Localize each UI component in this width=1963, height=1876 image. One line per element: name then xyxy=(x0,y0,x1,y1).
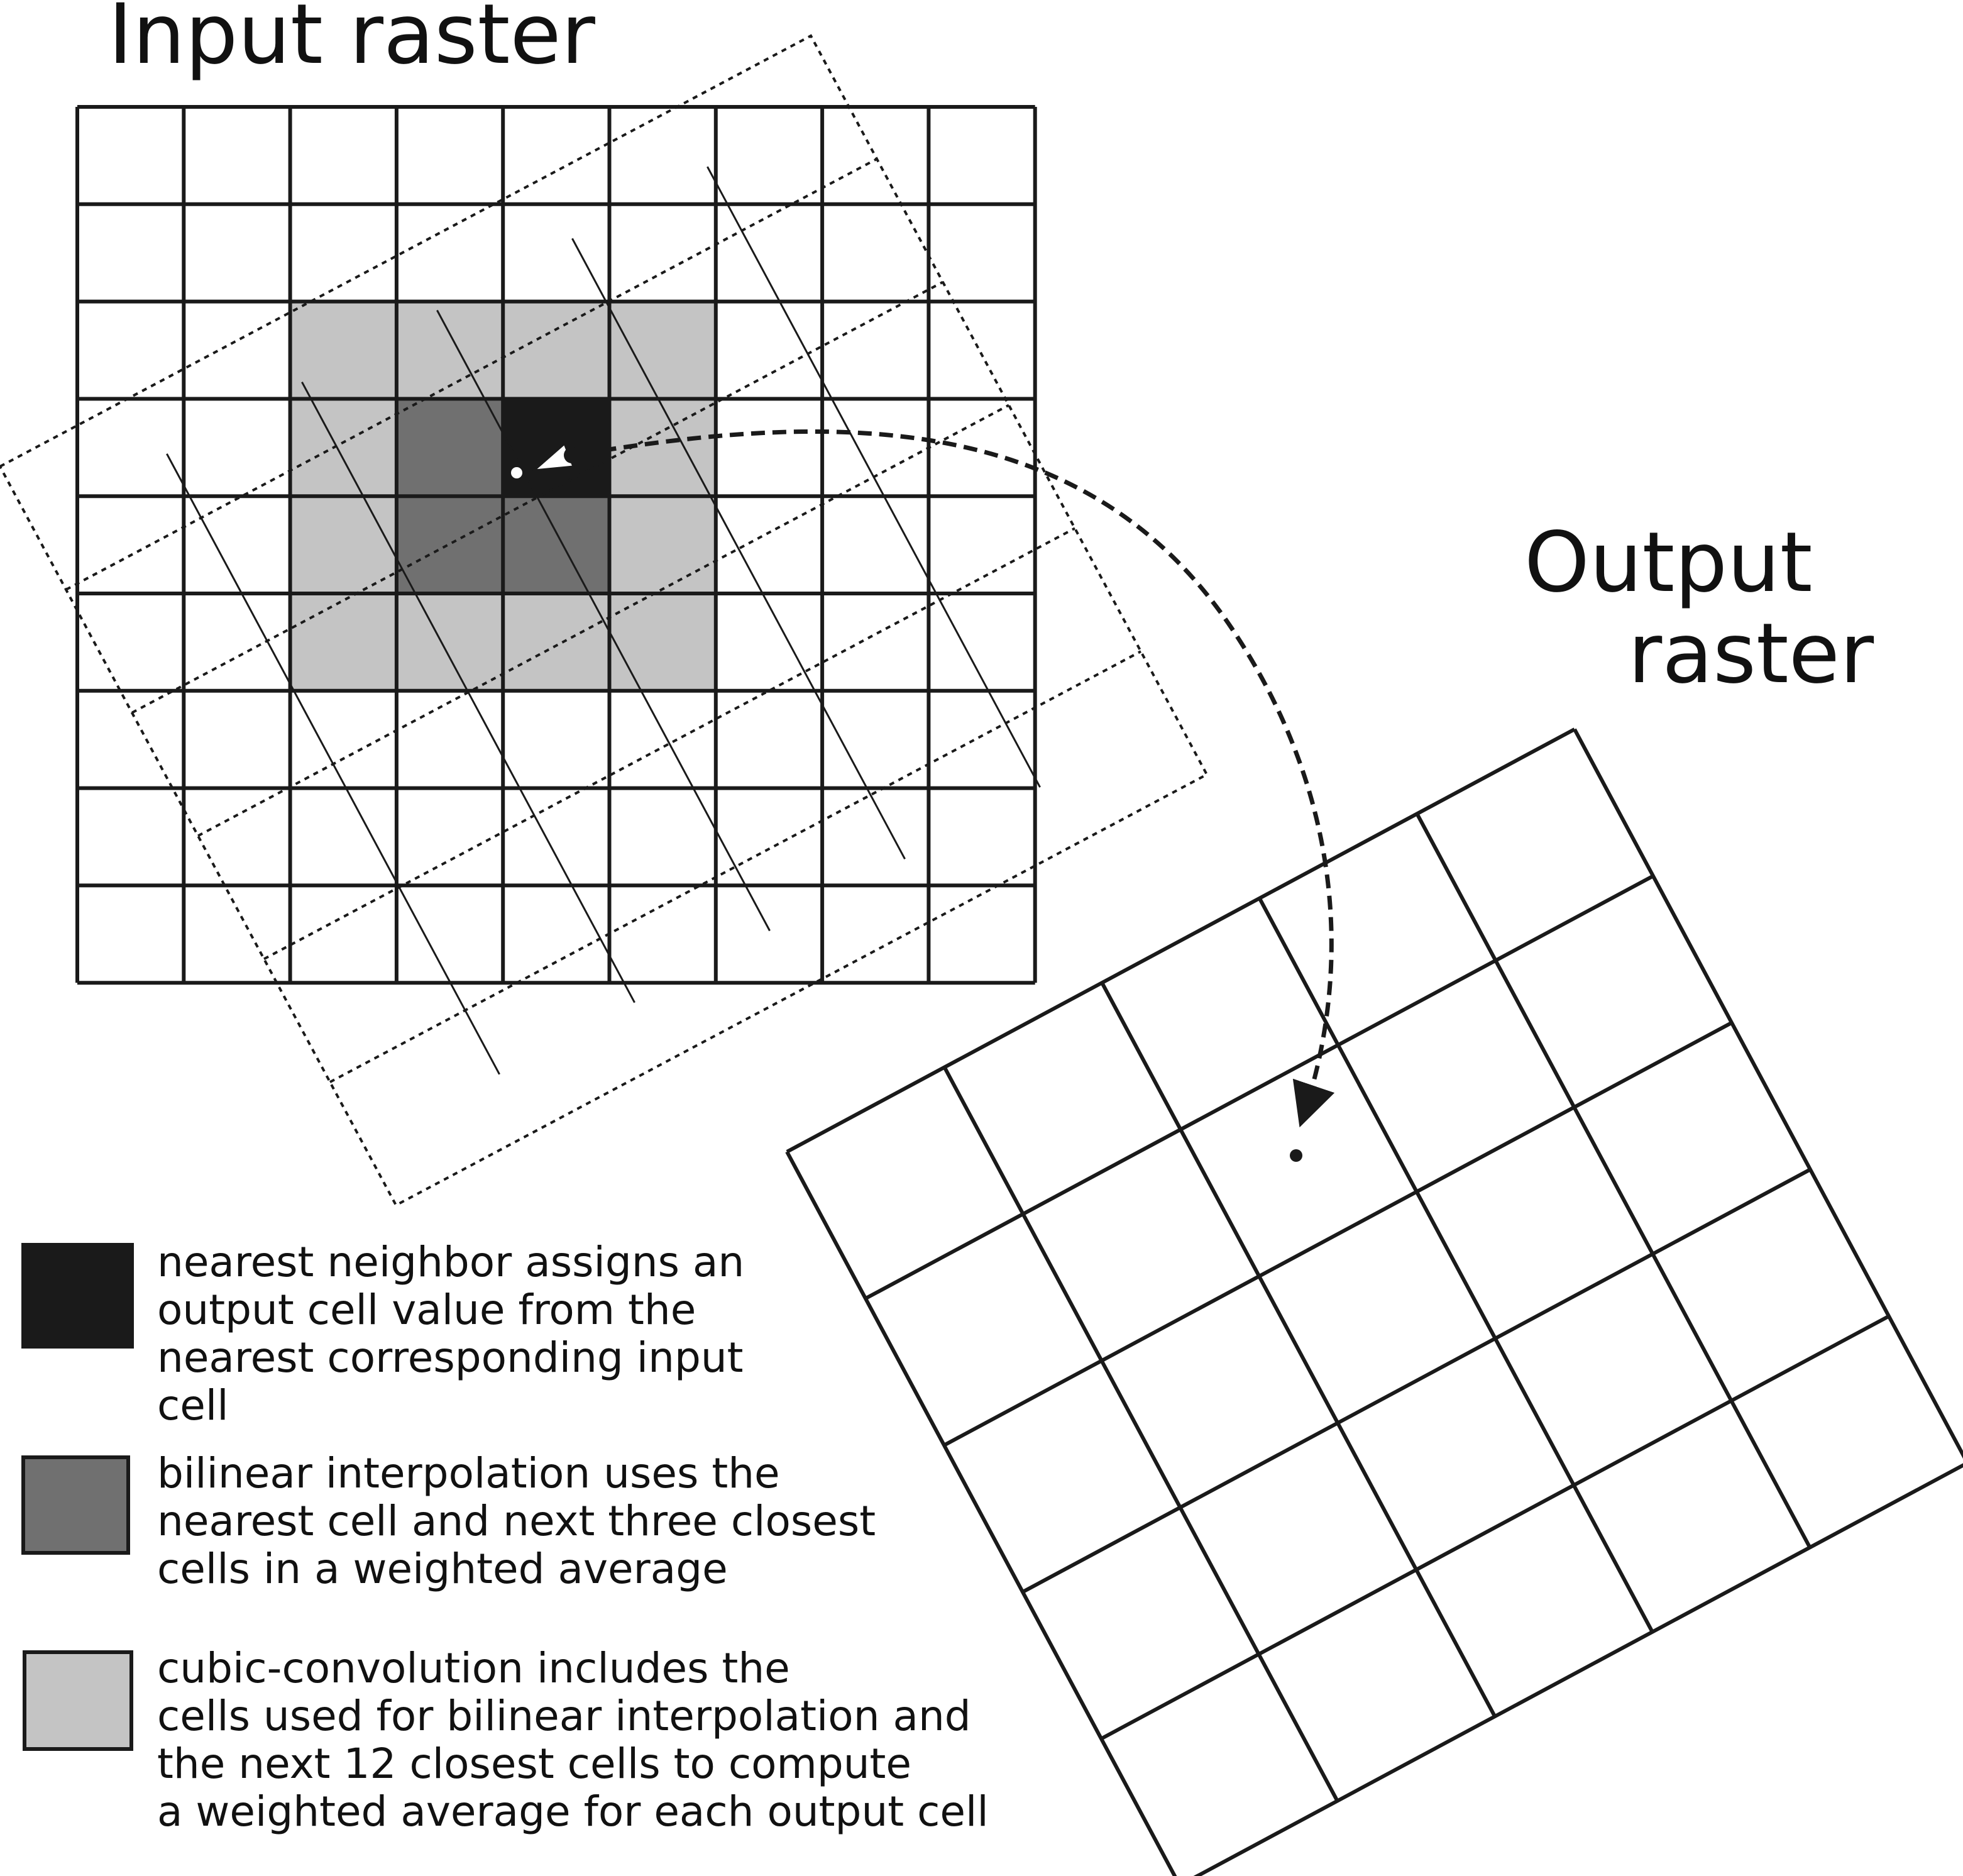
output-cell-center-point xyxy=(1290,1149,1302,1162)
output-grid-line xyxy=(1573,728,1963,1459)
output-grid-line xyxy=(864,874,1654,1301)
legend-nearest-line-2: output cell value from the xyxy=(157,1286,696,1334)
overlay-line-solid xyxy=(436,309,771,932)
cubic-cell xyxy=(609,593,716,691)
input-raster-title: Input raster xyxy=(108,0,596,83)
mapping-arrow xyxy=(581,429,1335,1128)
output-grid-line xyxy=(1100,981,1497,1718)
legend-cubic-line-2: cells used for bilinear interpolation an… xyxy=(157,1692,971,1740)
cubic-cell xyxy=(609,496,716,593)
bilinear-cell xyxy=(396,399,503,497)
legend-item-bilinear: bilinear interpolation uses the nearest … xyxy=(21,1449,876,1593)
cubic-cell xyxy=(503,301,610,399)
output-raster-title-line2: raster xyxy=(1628,605,1874,702)
bilinear-cell xyxy=(503,496,610,593)
legend-bilinear-line-2: nearest cell and next three closest xyxy=(157,1497,876,1545)
legend-swatch-nearest xyxy=(21,1243,134,1349)
bilinear-cell xyxy=(396,496,503,593)
legend-nearest-line-3: nearest corresponding input xyxy=(157,1333,744,1382)
output-raster-title-line1: Output xyxy=(1524,514,1813,611)
output-grid-line xyxy=(1258,897,1654,1633)
nearest-cell xyxy=(503,399,610,497)
legend: nearest neighbor assigns an output cell … xyxy=(21,1238,989,1836)
legend-cubic-line-4: a weighted average for each output cell xyxy=(157,1787,989,1836)
cubic-cell xyxy=(290,301,397,399)
legend-item-cubic-convolution: cubic-convolution includes the cells use… xyxy=(23,1644,989,1836)
output-grid-line xyxy=(1415,812,1812,1548)
cubic-cell xyxy=(290,593,397,691)
overlay-line-solid xyxy=(571,238,906,860)
output-grid-overlay-dotted xyxy=(0,34,1209,1207)
cubic-cell xyxy=(396,301,503,399)
cubic-cell xyxy=(503,593,610,691)
output-grid-line xyxy=(1021,1167,1812,1594)
output-grid-line xyxy=(1193,1463,1963,1876)
output-grid-line xyxy=(786,727,1576,1154)
output-raster-grid xyxy=(785,727,1963,1876)
cubic-cell xyxy=(396,593,503,691)
legend-swatch-bilinear xyxy=(21,1455,130,1555)
legend-bilinear-line-1: bilinear interpolation uses the xyxy=(157,1449,780,1498)
input-raster xyxy=(75,105,1037,985)
output-grid-line xyxy=(785,1150,1177,1876)
overlay-line-solid xyxy=(707,166,1041,788)
cubic-cell xyxy=(609,301,716,399)
legend-nearest-line-4: cell xyxy=(157,1381,229,1430)
input-sample-point xyxy=(510,466,524,480)
legend-item-nearest-neighbor: nearest neighbor assigns an output cell … xyxy=(21,1238,744,1430)
legend-cubic-line-1: cubic-convolution includes the xyxy=(157,1644,790,1692)
legend-swatch-cubic xyxy=(23,1650,133,1751)
output-grid-line xyxy=(1100,1314,1890,1741)
cubic-convolution-cells xyxy=(290,301,716,691)
cubic-cell xyxy=(290,399,397,497)
legend-nearest-line-1: nearest neighbor assigns an xyxy=(157,1238,744,1286)
mapping-arrow-start-dot xyxy=(564,447,580,463)
legend-bilinear-line-3: cells in a weighted average xyxy=(157,1545,728,1593)
input-raster-grid xyxy=(75,105,1037,985)
output-grid-line xyxy=(943,1021,1733,1447)
legend-cubic-line-3: the next 12 closest cells to compute xyxy=(157,1740,911,1788)
cubic-cell xyxy=(290,496,397,593)
output-grid-line xyxy=(942,1066,1339,1802)
nearest-neighbor-cell xyxy=(503,399,610,497)
